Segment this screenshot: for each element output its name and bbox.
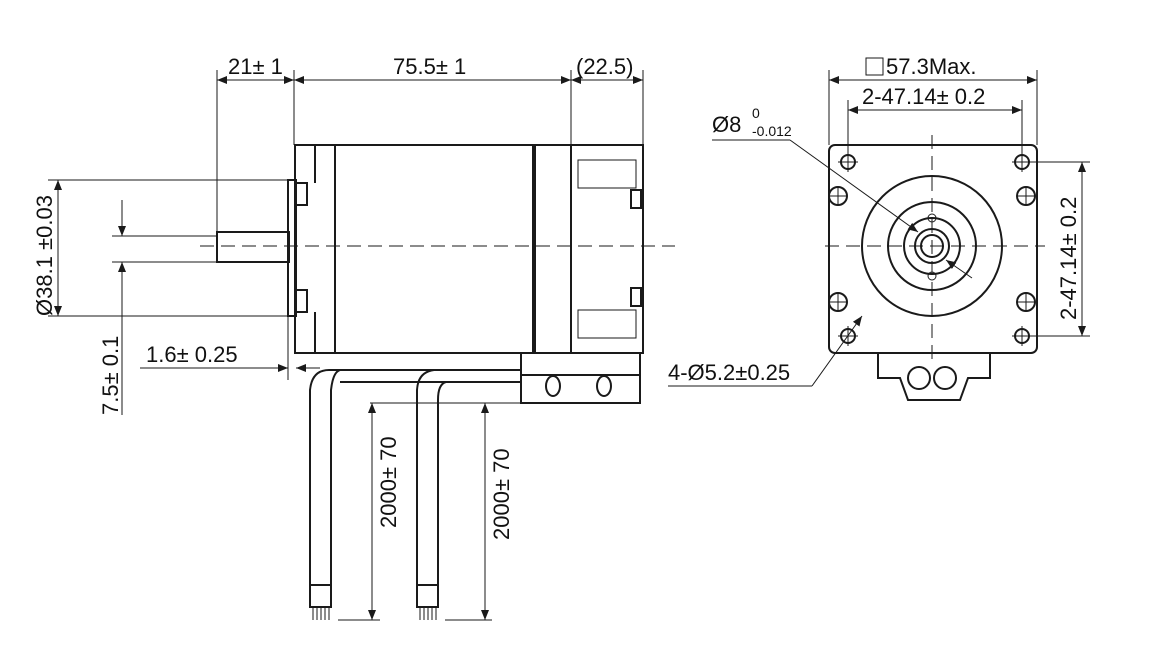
hole-spacing-h-label: 2-47.14± 0.2 [862, 84, 985, 109]
mount-hole-br [1012, 326, 1032, 346]
lead-wire-1-end [309, 584, 332, 608]
pilot-depth-label: 1.6± 0.25 [146, 342, 238, 367]
pilot-outer-circle [861, 175, 1003, 317]
shaft-circle [914, 228, 950, 264]
pilot-diameter-label: Ø38.1 ±0.03 [32, 195, 57, 316]
front-connector [877, 353, 991, 401]
shaft-tol-lower: -0.012 [752, 123, 792, 139]
front-view: 57.3Max. 2-47.14± 0.2 2-47.14± 0.2 Ø8 0 … [668, 54, 1090, 401]
lead-wire-1 [309, 369, 521, 585]
shaft-diameter-label: Ø8 [712, 112, 741, 137]
rear-flange [532, 144, 572, 354]
flange-tab-bottom [294, 289, 308, 313]
lead-wire-2-strands [419, 607, 437, 620]
lead-wire-2 [416, 369, 447, 585]
lead-wire-2-end [416, 584, 439, 608]
encoder-tab-bottom [630, 287, 642, 307]
connector-block [520, 352, 641, 404]
mount-holes-leader-2 [811, 315, 863, 387]
flat-height-label: 7.5± 0.1 [98, 336, 123, 415]
front-connector-hole-2 [933, 366, 957, 390]
flange-tab-top [294, 182, 308, 206]
encoder-recess-2 [577, 309, 637, 339]
nut-symbol-br [1016, 292, 1036, 312]
shaft-diameter-leader-2 [789, 139, 919, 233]
screw-hole-bottom [927, 271, 937, 281]
mount-holes-label: 4-Ø5.2±0.25 [668, 360, 790, 385]
square-symbol [865, 57, 884, 76]
encoder-housing [570, 144, 644, 354]
encoder-recess [577, 159, 637, 189]
nut-symbol-tl [828, 186, 848, 206]
screw-hole-top [927, 213, 937, 223]
encoder-tab-top [630, 189, 642, 209]
front-connector-hole-1 [907, 366, 931, 390]
lead1-length-label: 2000± 70 [376, 436, 401, 528]
shaft-diameter-leader-3 [945, 259, 973, 279]
hole-spacing-v-label: 2-47.14± 0.2 [1056, 197, 1081, 320]
side-view: 21± 1 75.5± 1 (22.5) Ø38.1 ±0.03 7.5± 0.… [32, 54, 675, 621]
pilot-inner-circle [887, 201, 977, 291]
motor-body [334, 144, 536, 354]
shaft-tol-upper: 0 [752, 105, 760, 121]
body-length-label: 75.5± 1 [393, 54, 466, 79]
shaft-bore [920, 234, 944, 258]
lead2-length-label: 2000± 70 [489, 448, 514, 540]
shaft-collar-circle [903, 217, 961, 275]
frame-size-label: 57.3Max. [886, 54, 977, 79]
shaft-length-label: 21± 1 [228, 54, 283, 79]
encoder-length-label: (22.5) [576, 54, 633, 79]
nut-symbol-bl [828, 292, 848, 312]
connector-hole-1 [545, 375, 561, 397]
lead-wire-1-strands [312, 607, 330, 620]
front-flange-square [828, 144, 1038, 354]
connector-hole-2 [596, 375, 612, 397]
shaft [216, 231, 290, 263]
nut-symbol-tr [1016, 186, 1036, 206]
